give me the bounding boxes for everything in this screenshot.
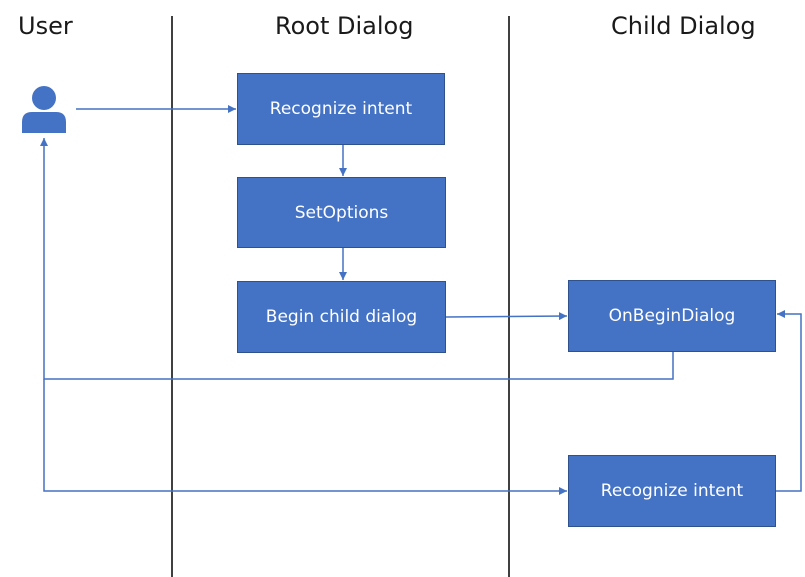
node-recognize-intent-child: Recognize intent bbox=[568, 455, 776, 527]
user-icon bbox=[22, 86, 66, 133]
node-set-options: SetOptions bbox=[237, 177, 446, 248]
node-label: OnBeginDialog bbox=[608, 306, 736, 326]
node-label: Recognize intent bbox=[600, 481, 744, 501]
lane-title-user: User bbox=[18, 12, 73, 40]
arrow-begin-child-to-onbegindialog bbox=[445, 312, 568, 321]
lane-title-child-dialog: Child Dialog bbox=[611, 12, 756, 40]
node-label: Begin child dialog bbox=[265, 307, 418, 327]
node-label: Recognize intent bbox=[269, 99, 413, 119]
arrow-onbegindialog-to-user bbox=[40, 138, 674, 380]
node-begin-child-dialog: Begin child dialog bbox=[237, 281, 446, 353]
node-recognize-intent-root: Recognize intent bbox=[237, 73, 445, 145]
arrow-child-recognize-to-onbegindialog bbox=[776, 310, 802, 492]
node-label: SetOptions bbox=[294, 202, 389, 223]
node-on-begin-dialog: OnBeginDialog bbox=[568, 280, 776, 352]
lane-title-root-dialog: Root Dialog bbox=[275, 12, 414, 40]
arrow-user-to-child-recognize bbox=[43, 379, 567, 495]
